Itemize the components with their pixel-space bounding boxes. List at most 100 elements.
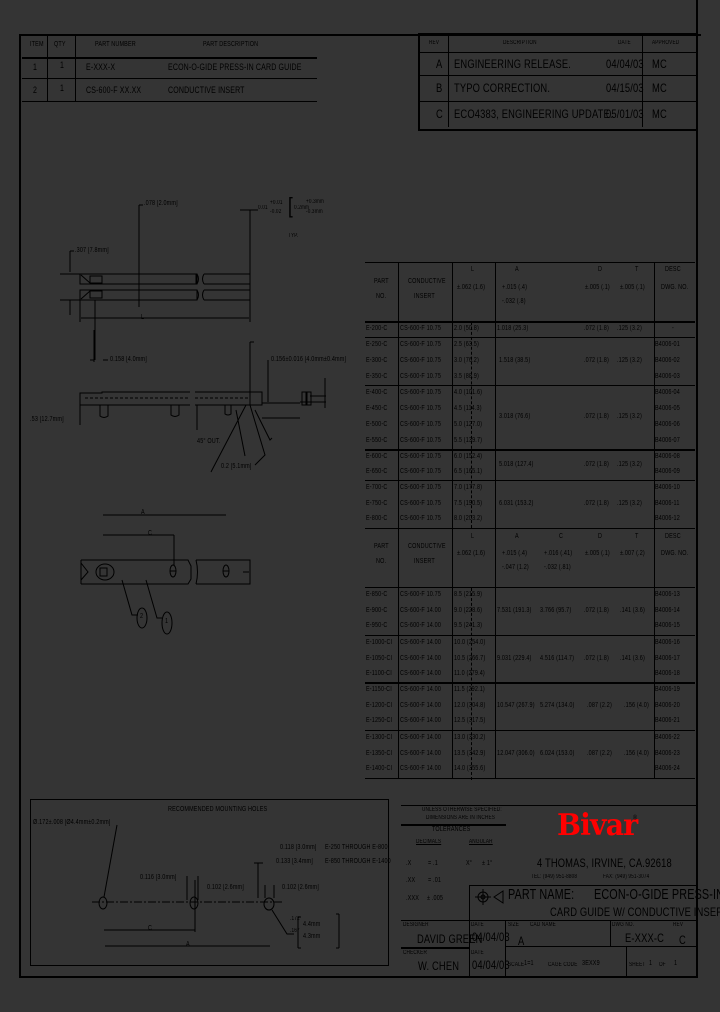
t2-header-C-2: +.016 (.41) (544, 550, 573, 557)
mounting-dim-A: A (186, 941, 190, 948)
t2-desc: B4006-13 (655, 591, 680, 598)
designer-name: DAVID GREEN (417, 932, 483, 946)
rev-row-a-description: ENGINEERING RELEASE. (454, 57, 572, 71)
t1-header-insert-1: CONDUCTIVE (408, 278, 446, 285)
tol-xx: .XX (406, 877, 416, 884)
t2-part: E-1000-CI (366, 639, 393, 646)
t1-desc: B4006-06 (655, 421, 680, 428)
rev-row-b-approved: MC (652, 81, 667, 95)
dim-tolerance-bracket: [ (288, 193, 293, 218)
of-value: 1 (674, 960, 678, 967)
tol-xxx: .XXX (406, 895, 420, 902)
dwg-no-value: E-XXX-C (625, 931, 665, 945)
t1-part: E-350-C (366, 373, 388, 380)
t2-header-A-1: A (515, 533, 519, 540)
mounting-title: RECOMMENDED MOUNTING HOLES (168, 806, 268, 813)
scale-label: SCALE (508, 962, 525, 968)
dim-tolerance-mm-minus: -0.3mm (306, 209, 323, 215)
t1-header-part-1: PART (374, 278, 389, 285)
t2-header-C-3: -.032 (.81) (544, 564, 571, 571)
t2-T: .141 (3.6) (620, 655, 645, 662)
dim-typ: TYP. (288, 233, 299, 239)
t2-insert: CS-600-F 14.00 (400, 607, 442, 614)
size-label: SIZE (508, 922, 520, 928)
designer-date-label: DATE (471, 922, 484, 928)
t1-A: 3.018 (76.6) (499, 413, 531, 420)
t2-C: 4.516 (114.7) (540, 655, 575, 662)
frame-bottom (19, 976, 698, 978)
size-value: A (518, 934, 525, 948)
rev-row-c-approved: MC (652, 107, 667, 121)
t2-part: E-950-C (366, 622, 388, 629)
t1-T: .125 (3.2) (617, 413, 642, 420)
t2-A: 9.031 (229.4) (497, 655, 532, 662)
t2-header-A-2: +.015 (.4) (502, 550, 528, 557)
t2-part: E-1150-CI (366, 686, 392, 693)
bom-row2-description: CONDUCTIVE INSERT (168, 85, 245, 95)
t2-desc: B4006-21 (655, 717, 680, 724)
tol-ang-val: ± 1° (482, 860, 493, 867)
checker-date: 04/04/03 (472, 958, 510, 972)
t1-desc: B4006-11 (655, 500, 680, 507)
t2-header-part-1: PART (374, 543, 389, 550)
t2-L: 9.5 (241.3) (454, 622, 483, 629)
dim-158: 0.158 [4.0mm] (110, 356, 147, 363)
tol-xxx-val: ± .005 (427, 895, 444, 902)
dim-078: .078 [2.0mm] (144, 200, 178, 207)
t1-header-insert-2: INSERT (414, 293, 435, 300)
checker-date-label: DATE (471, 950, 484, 956)
t2-desc: B4006-15 (655, 622, 680, 629)
t1-part: E-400-C (366, 389, 388, 396)
scale-value: 1=1 (524, 960, 534, 967)
t1-part: E-600-C (366, 453, 388, 460)
t1-desc: B4006-08 (655, 453, 680, 460)
mounting-dim-116: 0.116 [3.0mm] (140, 874, 177, 881)
t1-insert: CS-600-F 10.75 (400, 500, 442, 507)
dim-tolerance: 0.01 (258, 205, 268, 211)
t2-T: .141 (3.6) (620, 607, 645, 614)
t1-L: 5.5 (139.7) (454, 437, 483, 444)
t1-part: E-500-C (366, 421, 388, 428)
t2-L: 13.0 (330.2) (454, 734, 486, 741)
t2-desc: B4006-20 (655, 702, 680, 709)
sheet-label: SHEET (629, 962, 646, 968)
t1-insert: CS-600-F 10.75 (400, 325, 442, 332)
t1-A: 1.518 (38.5) (499, 357, 531, 364)
frame-top (19, 34, 701, 36)
t2-header-insert-2: INSERT (414, 558, 435, 565)
t1-header-A-1: A (515, 266, 519, 273)
t1-desc: B4006-05 (655, 405, 680, 412)
company-fax: FAX: (949) 951-3074 (603, 874, 650, 880)
t2-D: .087 (2.2) (587, 702, 612, 709)
t2-header-A-3: -.047 (1.2) (502, 564, 529, 571)
t1-insert: CS-600-F 10.75 (400, 453, 442, 460)
bom-header-description: PART DESCRIPTION (203, 41, 259, 48)
rev-header-description: DESCRIPTION (503, 40, 537, 46)
t1-L: 3.0 (76.2) (454, 357, 479, 364)
t1-part: E-650-C (366, 468, 388, 475)
t2-L: 13.5 (342.9) (454, 750, 486, 757)
dim-02: 0.2 [5.1mm] (221, 463, 252, 470)
t2-L: 10.0 (254.0) (454, 639, 486, 646)
t2-D: .072 (1.8) (584, 655, 609, 662)
t2-desc: B4006-24 (655, 765, 680, 772)
of-label: OF (659, 962, 666, 968)
t2-L: 8.5 (215.9) (454, 591, 483, 598)
t2-desc: B4006-22 (655, 734, 680, 741)
mounting-dim-102b: 0.102 [2.6mm] (282, 884, 319, 891)
dim-tolerance-mm: 0.2mm (294, 205, 310, 211)
t2-part: E-1100-CI (366, 670, 392, 677)
t2-insert: CS-600-F 14.00 (400, 622, 442, 629)
mounting-dia-tol-bot: .167 (290, 928, 300, 934)
t2-insert: CS-600-F 14.00 (400, 655, 442, 662)
t1-insert: CS-600-F 10.75 (400, 389, 442, 396)
t1-insert: CS-600-F 10.75 (400, 468, 442, 475)
t2-insert: CS-600-F 14.00 (400, 686, 442, 693)
t1-part: E-550-C (366, 437, 388, 444)
bom-row2-item: 2 (33, 85, 38, 95)
t2-insert: CS-600-F 14.00 (400, 734, 442, 741)
t1-D: .072 (1.8) (584, 461, 609, 468)
t1-header-A-3: -.032 (.8) (502, 298, 526, 305)
